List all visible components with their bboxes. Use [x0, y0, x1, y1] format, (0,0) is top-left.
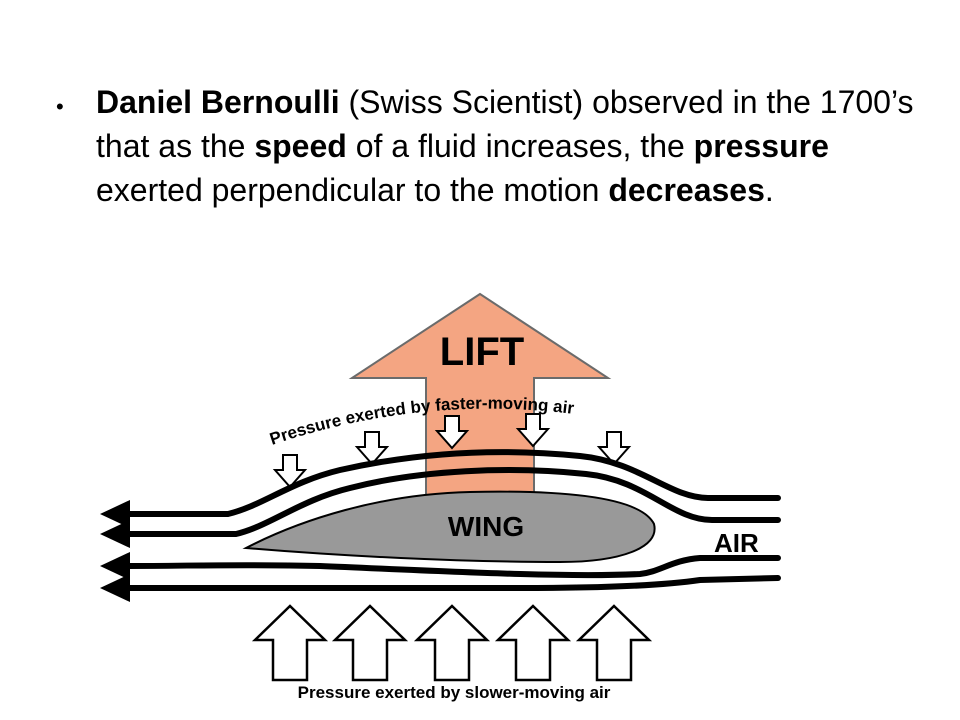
- bullet-paragraph: • Daniel Bernoulli (Swiss Scientist) obs…: [56, 80, 916, 212]
- up-arrow-icon: [494, 604, 572, 682]
- down-arrow-icon: [515, 413, 551, 448]
- bullet-marker: •: [56, 94, 64, 119]
- upper-airflow-lines: [125, 449, 781, 537]
- airflow-line: [125, 555, 781, 579]
- bottom-pressure-arrows: [251, 604, 653, 682]
- up-arrow-icon: [331, 604, 409, 682]
- airflow-line: [125, 467, 781, 537]
- up-arrow-icon: [251, 604, 329, 682]
- down-arrow-icon: [272, 454, 308, 489]
- wing-shape: [242, 490, 656, 564]
- pressure-term: pressure: [693, 128, 829, 164]
- airflow-line: [125, 575, 781, 591]
- speed-term: speed: [254, 128, 347, 164]
- bottom-pressure-caption: Pressure exerted by slower-moving air: [298, 683, 611, 702]
- wing-label: WING: [448, 511, 524, 542]
- lower-airflow-lines: [125, 555, 781, 591]
- up-arrow-icon: [413, 604, 491, 682]
- down-arrow-icon: [434, 415, 470, 450]
- left-arrowhead-icon: [100, 574, 130, 602]
- up-arrow-icon: [575, 604, 653, 682]
- left-arrowhead-icon: [100, 552, 130, 580]
- top-pressure-arrows: [272, 413, 632, 489]
- bernoulli-name: Daniel Bernoulli: [96, 84, 340, 120]
- down-arrow-icon: [354, 431, 390, 466]
- air-label: AIR: [714, 528, 759, 558]
- decreases-term: decreases: [608, 172, 765, 208]
- down-arrow-icon: [596, 431, 632, 466]
- airflow-arrowheads: [100, 500, 130, 602]
- airflow-line: [125, 449, 781, 517]
- left-arrowhead-icon: [100, 520, 130, 548]
- left-arrowhead-icon: [100, 500, 130, 528]
- lift-label: LIFT: [440, 330, 524, 374]
- bullet-text: Daniel Bernoulli (Swiss Scientist) obser…: [96, 84, 914, 208]
